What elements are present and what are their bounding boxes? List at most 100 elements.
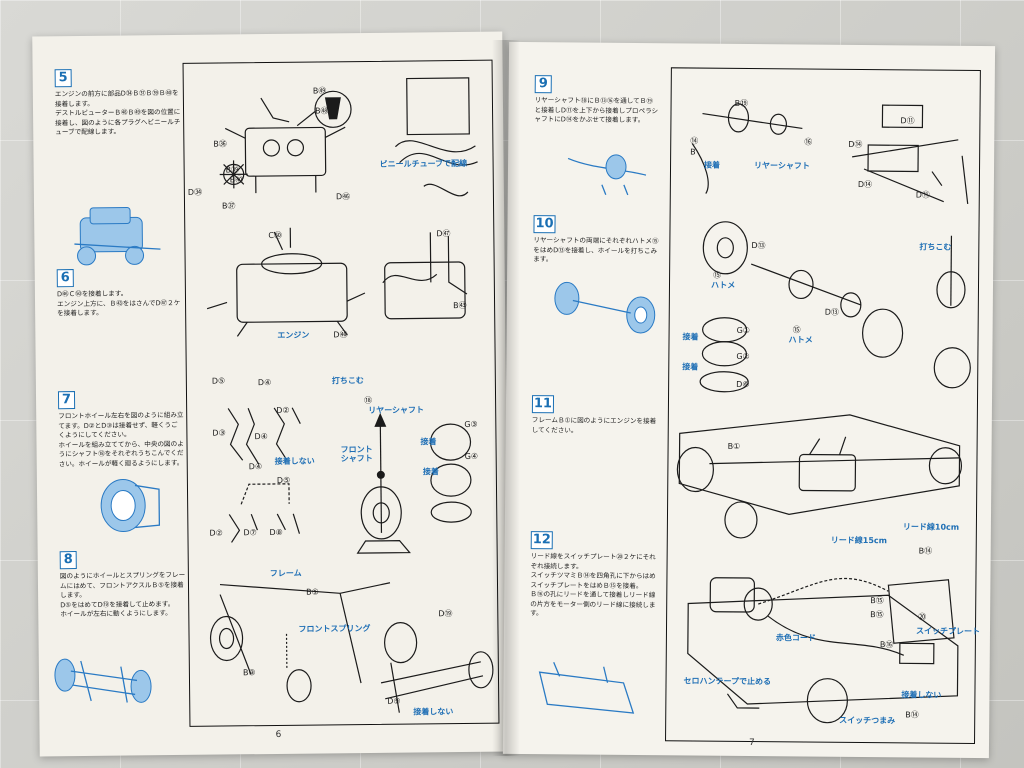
- no-glue-label-r: 接着しない: [901, 690, 942, 700]
- step-number: 7: [57, 391, 76, 410]
- step-number: 8: [59, 551, 77, 570]
- part-label-b53: B㊱: [213, 139, 227, 149]
- part-label-d2-b: D②: [209, 528, 223, 538]
- step-12: 12 リード線をスイッチプレート⑳２ケにそれ ぞれ接続します。 スイッチツマミＢ…: [530, 528, 671, 620]
- no-glue-label: 接着しない: [274, 456, 315, 466]
- rear-wheel-diagram: [699, 221, 971, 393]
- hammer-in-label: 打ちこむ: [331, 376, 364, 386]
- part-label-b1: B①: [306, 587, 319, 597]
- frame-front-axle-diagram: [209, 582, 494, 713]
- step-number: 6: [56, 269, 74, 288]
- part-label-d2: D②: [276, 405, 290, 415]
- part-label-b14: B⑭: [918, 546, 933, 556]
- book-gutter: [492, 40, 520, 756]
- part-label-b49: B㊾: [312, 86, 327, 96]
- step-number: 11: [531, 395, 555, 414]
- manual-page-right: 9 リヤーシャフト⑱にＢ⑬⑯を通してＢ⑲ と接着しD⑪を上下から接着しプロペラシ…: [502, 41, 996, 759]
- part-label-d7: D⑦: [243, 528, 257, 538]
- step-instructions: リード線をスイッチプレート⑳２ケにそれ ぞれ接続します。 スイッチツマミＢ⑭を四…: [530, 552, 656, 618]
- step-11: 11 フレームＢ①に図のようにエンジンを接着 してください。: [532, 392, 668, 436]
- part-label-b14-b: B⑭: [905, 710, 919, 720]
- vinyl-tube-label: ビニールチューブで配線: [379, 158, 468, 169]
- step-number: 9: [534, 75, 552, 94]
- step-instructions: フレームＢ①に図のようにエンジンを接着 してください。: [531, 416, 657, 435]
- part-label-d6: D⑥: [736, 379, 750, 390]
- part-label-d46-b: D㊻: [333, 330, 348, 340]
- step-10-axle-thumbnail: [554, 281, 656, 334]
- part-label-d4-b: D④: [254, 432, 268, 442]
- step-number: 5: [54, 69, 72, 88]
- step-instructions: D㊻Ｃ㊿を接着します。 エンジン上方に、Ｂ㊸をはさんでD㊼２ケ を接着します。: [56, 289, 181, 318]
- part-label-d13: D⑬: [751, 241, 766, 251]
- part-label-b43: B㊸: [453, 300, 467, 311]
- switch-plate-label: スイッチプレート: [915, 626, 981, 637]
- cellophane-tape-label: セロハンテープで止める: [683, 676, 772, 687]
- switch-knob-label: スイッチつまみ: [839, 715, 896, 726]
- part-label-b1-r: B①: [727, 441, 741, 451]
- part-label-d19: D⑲: [438, 609, 453, 619]
- step-instructions: 図のようにホイールとスプリングをフレー ムにはめて、フロントアクスルＢ⑤を接着 …: [59, 570, 186, 619]
- part-label-d5-b: D⑤: [276, 475, 291, 485]
- red-cord-label: 赤色コード: [775, 633, 816, 643]
- part-label-d4-c: D④: [248, 462, 263, 472]
- frame-label: フレーム: [269, 568, 302, 579]
- step-5: 5 エンジンの前方に部品D㉞Ｂ㊲Ｂ㊴Ｂ㊵を 接着します。 デストルビューターＢ㊽…: [54, 65, 186, 138]
- part-label-g4: G④: [464, 451, 479, 461]
- part-label-d11-b: D⑪: [915, 190, 931, 200]
- no-glue-label-2: 接着しない: [413, 707, 454, 717]
- glue-label-r3: 接着: [682, 362, 699, 372]
- front-wheel-assembly-diagram: [227, 407, 472, 554]
- part-label-d14-b: D⑭: [857, 179, 873, 190]
- engine-distributor-diagram: [219, 77, 478, 197]
- part-label-b16: B⑯: [879, 640, 894, 650]
- part-label-d34: D㉞: [187, 187, 203, 197]
- step-instructions: リヤーシャフトの両端にそれぞれハトメ⑮ をはめD⑬を接着し、ホイールを打ちこみ …: [533, 236, 659, 264]
- part-label-d3: D③: [212, 428, 226, 438]
- step-6: 6 D㊻Ｃ㊿を接着します。 エンジン上方に、Ｂ㊸をはさんでD㊼２ケ を接着します…: [56, 265, 188, 319]
- rear-shaft-label: リヤーシャフト: [368, 405, 425, 415]
- step-number: 12: [530, 531, 553, 550]
- part-label-d13-b: D⑬: [824, 307, 839, 317]
- step-8-axle-thumbnail: [54, 658, 152, 703]
- part-label-14: ⑭: [690, 136, 699, 146]
- lead-wire-10cm-label: リード線10cm: [902, 522, 960, 532]
- part-label-b48: B㊽: [314, 106, 329, 116]
- part-label-d46: D㊻: [335, 192, 351, 202]
- part-label-b15-b: B⑮: [870, 610, 884, 620]
- part-label-b3: B③: [242, 668, 256, 678]
- part-label-d4: D④: [257, 377, 272, 388]
- part-label-d9: D⑨: [387, 696, 401, 706]
- part-label-d48: D㊼: [436, 229, 451, 239]
- part-label-16: ⑯: [804, 137, 813, 147]
- part-label-c50: C㊿: [268, 230, 282, 241]
- step-instructions: フロントホイール左右を図のように組み立 てます。D②とD③は接着せず、軽くうご …: [58, 410, 184, 468]
- lead-wire-15cm-label: リード線15cm: [830, 535, 888, 546]
- glue-label-1: 接着: [420, 437, 437, 447]
- step-7-wheel-thumbnail: [100, 479, 161, 533]
- part-label-b: B: [690, 147, 696, 157]
- part-label-b15: B⑮: [870, 596, 884, 606]
- part-label-d5: D⑤: [211, 376, 226, 386]
- page-number-right: 7: [748, 738, 755, 749]
- step-12-frame-thumbnail: [538, 662, 635, 714]
- engine-assembly-diagram: [206, 227, 468, 337]
- rear-shaft-diagram: [691, 103, 969, 204]
- step-instructions: リヤーシャフト⑱にＢ⑬⑯を通してＢ⑲ と接着しD⑪を上下から接着しプロペラシ ャ…: [534, 96, 659, 125]
- switch-wiring-diagram: [687, 577, 959, 724]
- rear-shaft-label-r: リヤーシャフト: [754, 161, 810, 171]
- part-label-b19: B⑲: [734, 98, 749, 108]
- eyelet-label-1: ハトメ: [710, 280, 736, 290]
- front-spring-label: フロントスプリング: [298, 623, 371, 634]
- part-label-d14: D⑭: [848, 139, 863, 149]
- part-label-20: ⑳: [918, 612, 927, 622]
- step-8: 8 図のようにホイールとスプリングをフレー ムにはめて、フロントアクスルＢ⑤を接…: [59, 547, 193, 620]
- part-label-g3: G③: [464, 419, 478, 429]
- hammer-in-label-r: 打ちこむ: [919, 242, 952, 252]
- glue-label-2: 接着: [422, 467, 439, 477]
- part-label-g2: G②: [736, 351, 750, 362]
- engine-to-frame-diagram: [676, 414, 963, 539]
- part-label-b37: B㊲: [221, 201, 236, 211]
- part-label-g1: G①: [736, 325, 751, 336]
- step-9: 9 リヤーシャフト⑱にＢ⑬⑯を通してＢ⑲ と接着しD⑪を上下から接着しプロペラシ…: [534, 72, 670, 126]
- part-label-b40: B㊵: [229, 175, 244, 185]
